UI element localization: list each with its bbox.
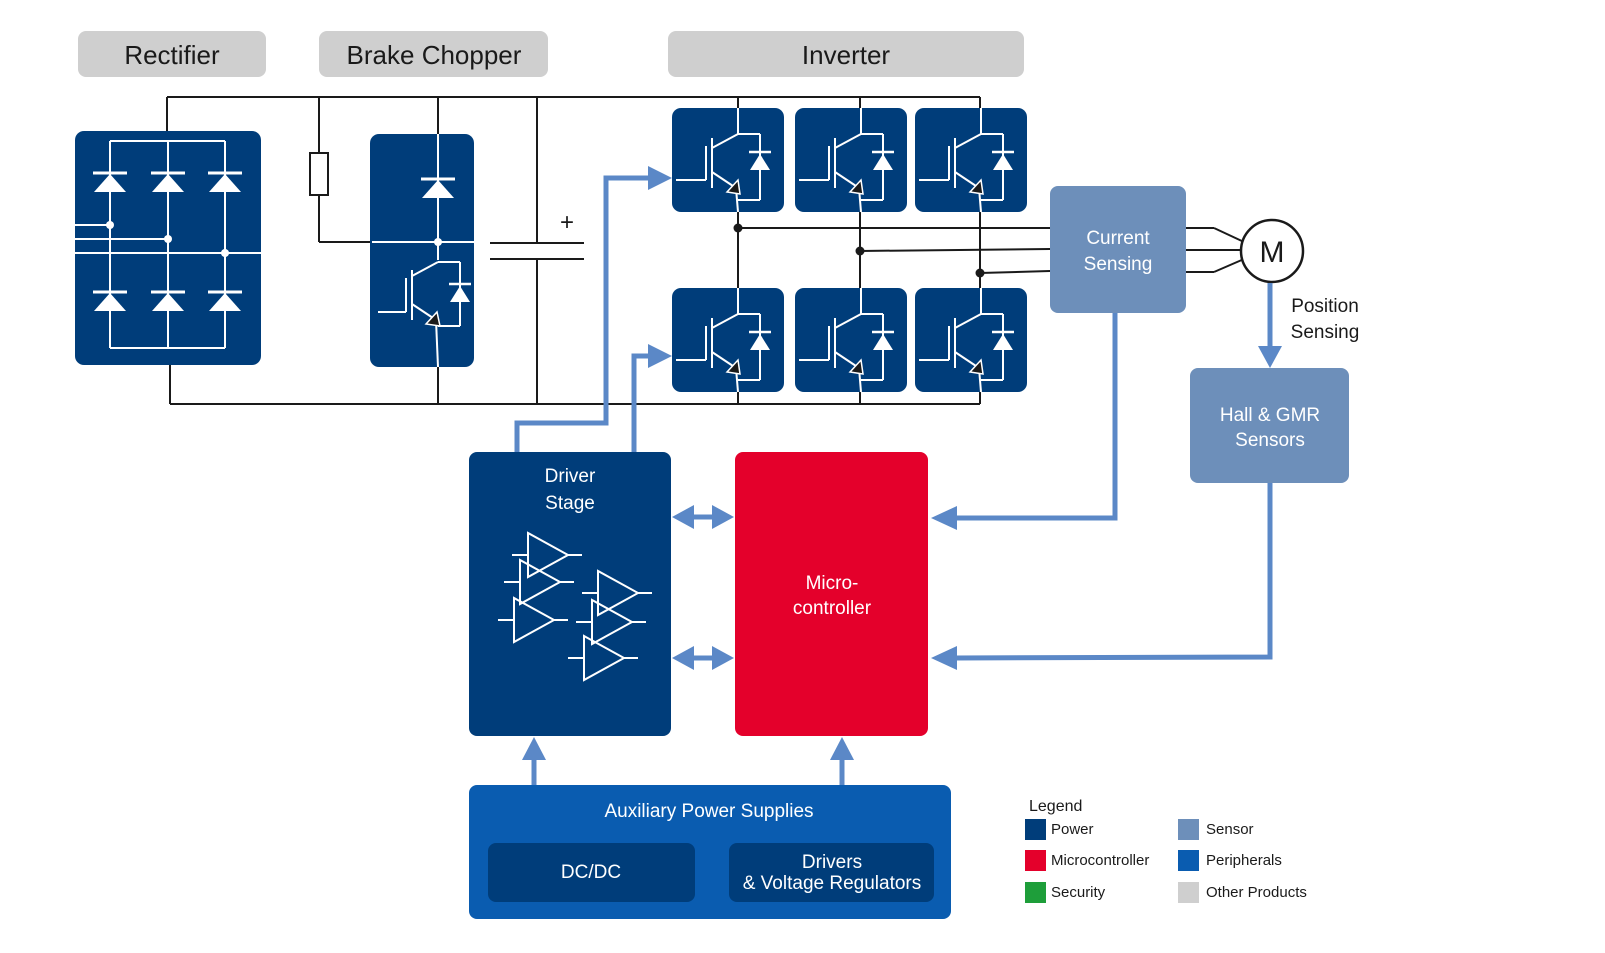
legend-item-microcontroller: Microcontroller [1025,850,1149,871]
microcontroller-label-1: Micro- [806,573,859,594]
signal-arrows [514,175,1273,785]
igbt-low-v [793,286,909,394]
microcontroller-label-2: controller [793,598,872,619]
legend-swatch-microcontroller [1025,850,1046,871]
dc-bus-wiring [166,96,1245,405]
capacitor-plus-label: + [560,209,574,236]
hall-gmr-label-1: Hall & GMR [1220,405,1320,426]
gate-drive-high-arrow [514,175,650,452]
legend-item-sensor: Sensor [1178,819,1254,840]
current-feedback-arrow [955,313,1118,521]
legend: Legend Power Microcontroller Security Se… [1025,798,1307,903]
legend-label-security: Security [1051,884,1106,901]
arrow-heads [522,166,1282,760]
current-sensing-block: Current Sensing [1050,186,1186,313]
dcdc-label: DC/DC [561,862,621,883]
igbt-high-w [913,106,1029,214]
position-feedback-arrow [954,483,1273,661]
legend-label-other-products: Other Products [1206,884,1307,901]
rectifier-title: Rectifier [124,40,220,70]
legend-label-sensor: Sensor [1206,821,1254,838]
legend-swatch-sensor [1178,819,1199,840]
section-header-rectifier: Rectifier [78,31,266,77]
brake-resistor [309,152,329,196]
igbt-low-u [670,286,786,394]
position-sensing-label-1: Position [1291,296,1359,317]
motor-label: M [1260,236,1285,269]
igbt-high-v [793,106,909,214]
legend-swatch-power [1025,819,1046,840]
section-header-brake-chopper: Brake Chopper [319,31,548,77]
motor: M [1239,218,1305,284]
legend-label-power: Power [1051,821,1094,838]
legend-item-power: Power [1025,819,1094,840]
legend-title: Legend [1029,798,1082,815]
legend-swatch-other-products [1178,882,1199,903]
inverter-title: Inverter [802,40,890,70]
driver-stage-label-2: Stage [545,493,595,514]
brake-chopper-block [370,134,474,368]
microcontroller-block: Micro- controller [735,452,928,736]
legend-label-peripherals: Peripherals [1206,852,1282,869]
driver-stage-label-1: Driver [545,466,596,487]
gate-drive-low-arrow [631,353,650,452]
hall-gmr-label-2: Sensors [1235,430,1305,451]
current-sensing-label-1: Current [1086,228,1150,249]
section-header-inverter: Inverter [668,31,1024,77]
drivers-regulators-block [729,843,934,902]
brake-chopper-title: Brake Chopper [347,40,522,70]
legend-swatch-peripherals [1178,850,1199,871]
aux-power-label: Auxiliary Power Supplies [604,801,813,822]
legend-item-other-products: Other Products [1178,882,1307,903]
legend-label-microcontroller: Microcontroller [1051,852,1149,869]
drivers-regulators-label-2: & Voltage Regulators [743,873,922,894]
igbt-low-w [913,286,1029,394]
auxiliary-power-supplies-block: Auxiliary Power Supplies DC/DC Drivers &… [469,785,951,919]
position-sensing-label-2: Sensing [1291,322,1360,343]
legend-item-security: Security [1025,882,1106,903]
rectifier-block [75,131,261,365]
dcdc-block [488,843,695,902]
bus-junction-dots [733,223,985,278]
hall-gmr-sensors-block: Hall & GMR Sensors [1190,368,1349,483]
drivers-regulators-label-1: Drivers [802,852,862,873]
driver-stage-block: Driver Stage [469,452,671,736]
igbt-high-u [670,106,786,214]
legend-swatch-security [1025,882,1046,903]
current-sensing-label-2: Sensing [1084,254,1153,275]
legend-item-peripherals: Peripherals [1178,850,1282,871]
